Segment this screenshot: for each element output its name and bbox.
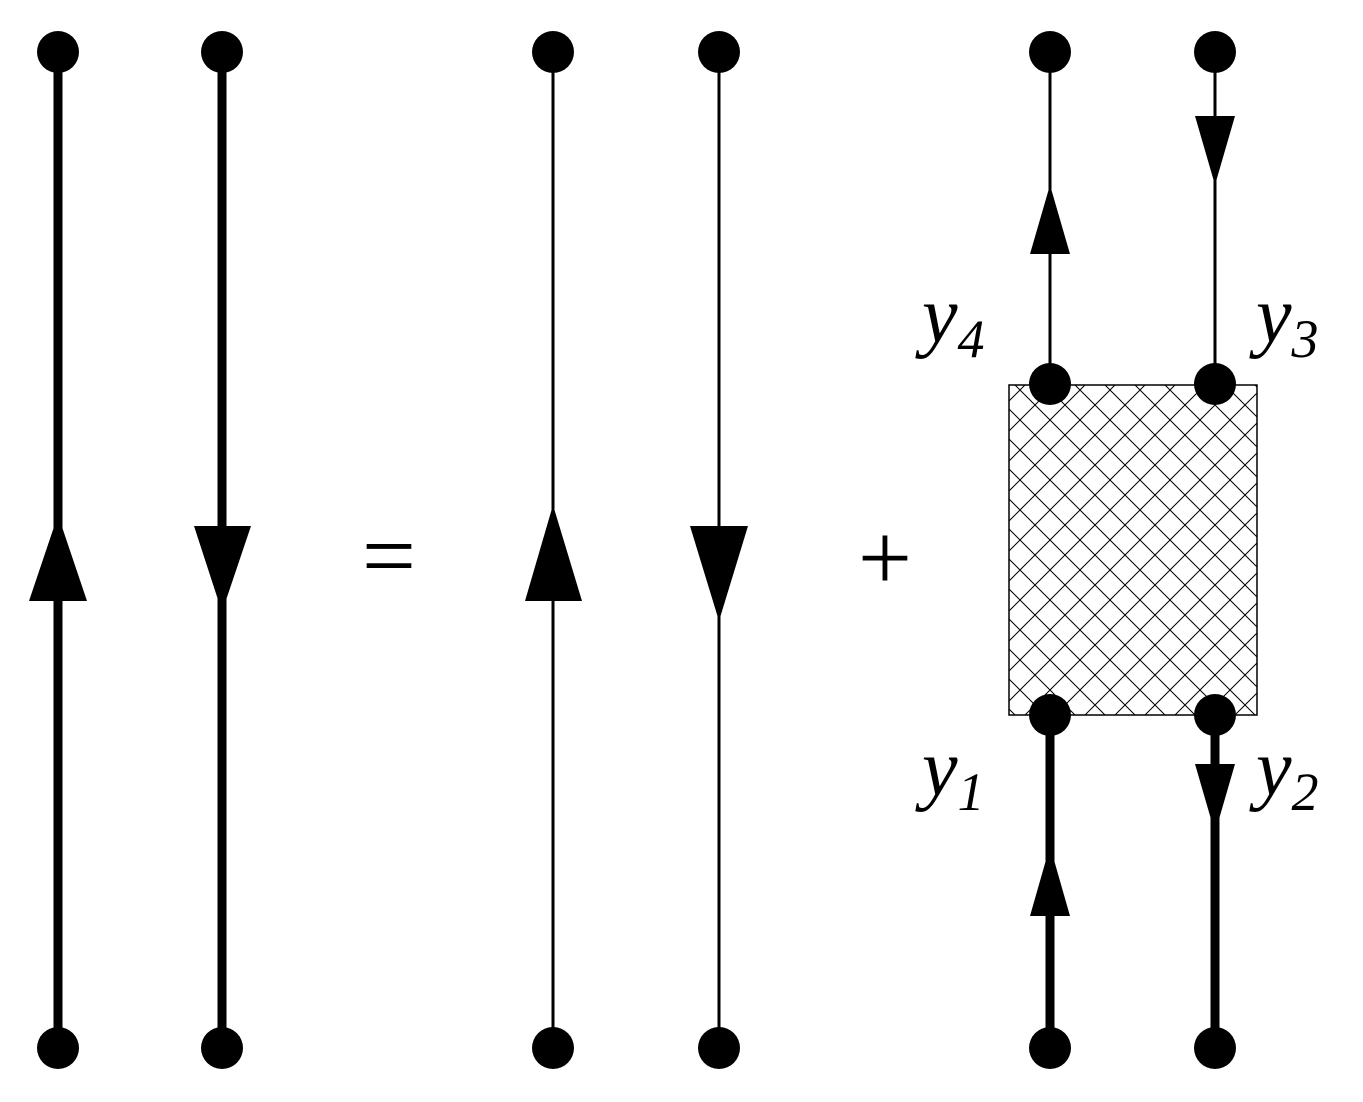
- label-y3: y3: [1249, 272, 1319, 369]
- vertex-dot: [1029, 1027, 1071, 1069]
- plus-sign: +: [858, 504, 912, 611]
- label-y1: y1: [915, 725, 985, 822]
- up-arrow-icon: [1030, 185, 1070, 254]
- vertex-dot-y3: [1194, 363, 1236, 405]
- down-arrow-icon: [690, 526, 748, 621]
- interaction-term-diagram: y4 y3 y1 y2: [915, 31, 1319, 1069]
- vertex-dot: [201, 31, 243, 73]
- vertex-dot: [698, 1027, 740, 1069]
- equals-sign: =: [362, 502, 416, 609]
- vertex-dot: [532, 1027, 574, 1069]
- down-arrow-icon: [1195, 764, 1235, 833]
- vertex-dot: [37, 31, 79, 73]
- vertex-dot-y4: [1029, 363, 1071, 405]
- up-arrow-icon: [29, 515, 87, 601]
- free-term-diagram: [525, 31, 748, 1069]
- vertex-dot: [1194, 31, 1236, 73]
- down-arrow-icon: [194, 526, 251, 612]
- hatched-kernel-box: [1008, 384, 1258, 716]
- vertex-dot: [201, 1027, 243, 1069]
- up-arrow-icon: [1030, 846, 1070, 916]
- vertex-dot: [532, 31, 574, 73]
- vertex-dot-y2: [1194, 694, 1236, 736]
- vertex-dot: [698, 31, 740, 73]
- up-arrow-icon: [525, 505, 582, 601]
- label-y2: y2: [1249, 725, 1319, 822]
- vertex-dot-y1: [1029, 694, 1071, 736]
- lhs-diagram: [29, 31, 251, 1069]
- vertex-dot: [1029, 31, 1071, 73]
- vertex-dot: [1194, 1027, 1236, 1069]
- vertex-dot: [37, 1027, 79, 1069]
- label-y4: y4: [915, 272, 985, 369]
- down-arrow-icon: [1195, 116, 1235, 185]
